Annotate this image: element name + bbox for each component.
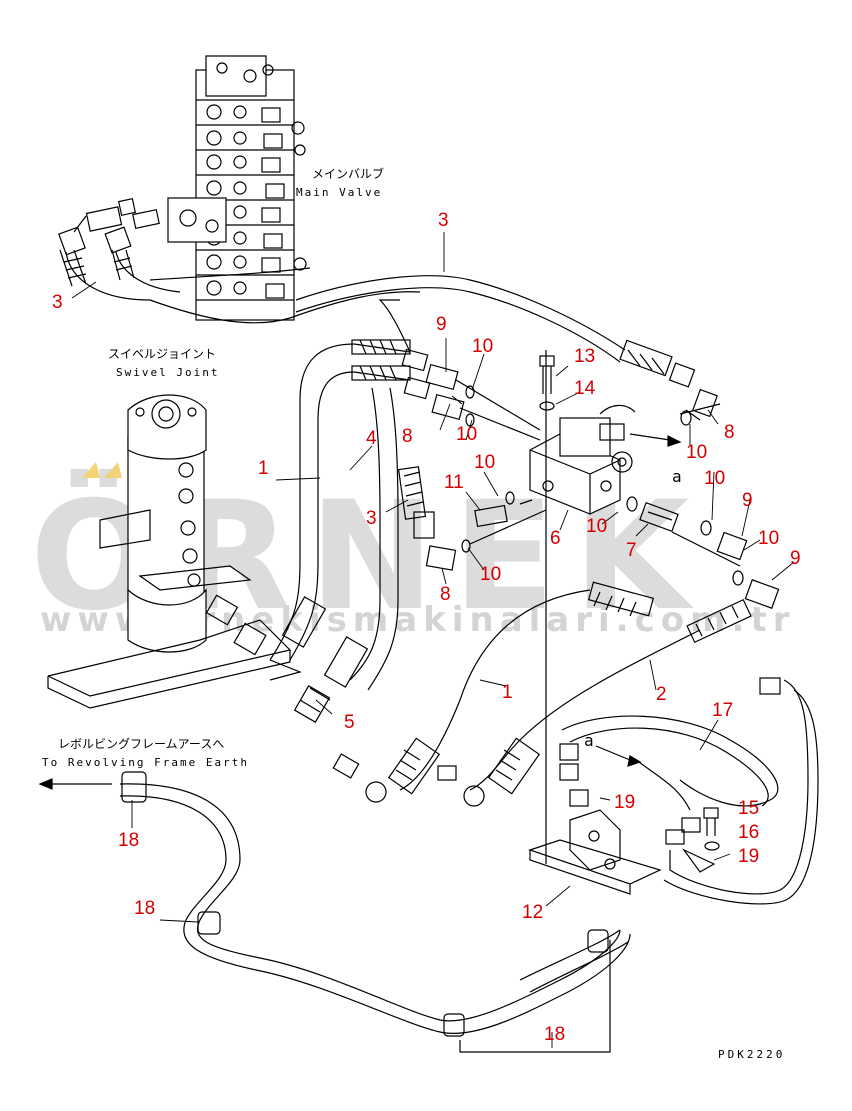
callout-12: 12 <box>522 902 543 923</box>
callout-18: 18 <box>544 1024 565 1045</box>
logo-accent-left <box>82 462 100 478</box>
fittings-cluster <box>425 363 780 609</box>
hose-3-left <box>59 249 421 324</box>
callout-18: 18 <box>134 898 155 919</box>
callout-11: 11 <box>444 472 464 493</box>
view-ref-a-bottom: a <box>584 731 594 750</box>
leader-lines <box>71 232 795 1048</box>
callout-10: 10 <box>686 442 707 463</box>
hose-3-center <box>397 466 435 539</box>
earth-cables <box>38 677 819 1053</box>
callout-10: 10 <box>456 424 477 445</box>
callout-8: 8 <box>440 584 451 605</box>
earth-label-jp: レボルビングフレームアースへ <box>58 737 224 751</box>
callout-10: 10 <box>758 528 779 549</box>
callout-3: 3 <box>438 210 449 231</box>
main-valve-label-jp: メインバルブ <box>312 166 384 181</box>
main-valve-body <box>167 55 307 321</box>
callout-1: 1 <box>502 682 513 703</box>
logo-accent-right <box>104 462 122 478</box>
swivel-label-en: Swivel Joint <box>116 366 219 379</box>
bolt-13-washer-14 <box>539 355 555 411</box>
callout-19: 19 <box>614 792 635 813</box>
hose-1-2-lower <box>332 581 752 807</box>
callout-1: 1 <box>258 458 269 479</box>
swivel-joint <box>47 394 369 723</box>
callout-18: 18 <box>118 830 139 851</box>
callout-10: 10 <box>586 516 607 537</box>
callout-14: 14 <box>574 378 596 399</box>
linework-group <box>38 55 819 1053</box>
bracket-12 <box>528 809 662 895</box>
drawing-code: PDK2220 <box>718 1048 785 1061</box>
callout-10: 10 <box>472 336 493 357</box>
callout-2: 2 <box>656 684 667 705</box>
swivel-label-jp: スイベルジョイント <box>108 347 216 361</box>
callout-10: 10 <box>704 468 725 489</box>
callout-6: 6 <box>550 528 561 549</box>
view-ref-a-top: a <box>672 467 682 486</box>
callout-19: 19 <box>738 846 759 867</box>
valve-left-fittings <box>58 197 160 256</box>
callout-13: 13 <box>574 346 595 367</box>
callout-15: 15 <box>738 798 759 819</box>
solenoid-valve-block <box>529 350 682 864</box>
hose-3-top <box>295 275 718 418</box>
callout-9: 9 <box>436 314 447 335</box>
callouts: 1 1 1 2 3 3 3 4 5 6 7 8 8 8 9 9 9 10 10 … <box>52 210 801 1045</box>
bolt-15-washer-16 <box>682 807 720 873</box>
callout-8: 8 <box>724 422 735 443</box>
callout-10: 10 <box>474 452 495 473</box>
main-valve-label-en: Main Valve <box>296 186 382 199</box>
callout-17: 17 <box>712 700 733 721</box>
earth-label-en: To Revolving Frame Earth <box>42 756 249 769</box>
callout-9: 9 <box>742 490 753 511</box>
callout-4: 4 <box>366 428 377 449</box>
callout-5: 5 <box>344 712 355 733</box>
callout-9: 9 <box>790 548 801 569</box>
callout-7: 7 <box>626 540 637 561</box>
callout-10: 10 <box>480 564 501 585</box>
callout-3: 3 <box>52 292 63 313</box>
callout-8: 8 <box>402 426 413 447</box>
callout-16: 16 <box>738 822 759 843</box>
hose-4-loop <box>269 299 431 691</box>
callout-3: 3 <box>366 508 377 529</box>
